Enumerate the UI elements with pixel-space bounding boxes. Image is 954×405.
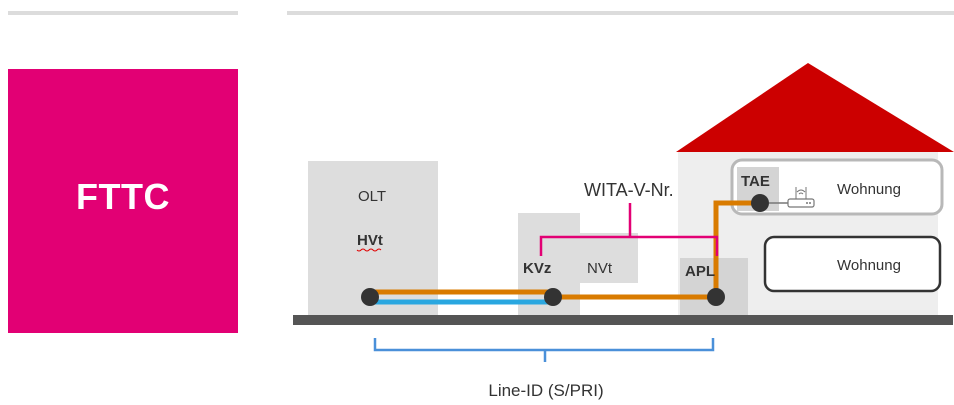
apl-node [707,288,725,306]
ground-line [293,315,953,325]
hvt-node [361,288,379,306]
nvt-label: NVt [587,260,613,277]
apartment-lower [763,235,942,293]
tae-label: TAE [741,173,770,190]
wohnung-upper-label: Wohnung [837,181,901,198]
fttc-title: FTTC [76,176,170,217]
right-divider [287,11,954,15]
hvt-label: HVt [357,232,383,249]
kvz-node [544,288,562,306]
kvz-label: KVz [523,260,551,277]
router-icon [787,187,815,208]
left-divider [8,11,238,15]
wita-label: WITA-V-Nr. [584,180,674,200]
olt-label: OLT [358,188,386,205]
house-roof [676,63,954,152]
apl-label: APL [685,263,715,280]
line-id-bracket [373,338,715,362]
wita-bracket [539,203,719,256]
nvt-block [578,233,638,283]
hvt-spellcheck-underline [356,248,382,252]
line-id-label: Line-ID (S/PRI) [488,381,603,400]
fttc-tile: FTTC [8,69,238,333]
tae-node [751,194,769,212]
wohnung-lower-label: Wohnung [837,257,901,274]
apartment-upper [730,158,944,216]
